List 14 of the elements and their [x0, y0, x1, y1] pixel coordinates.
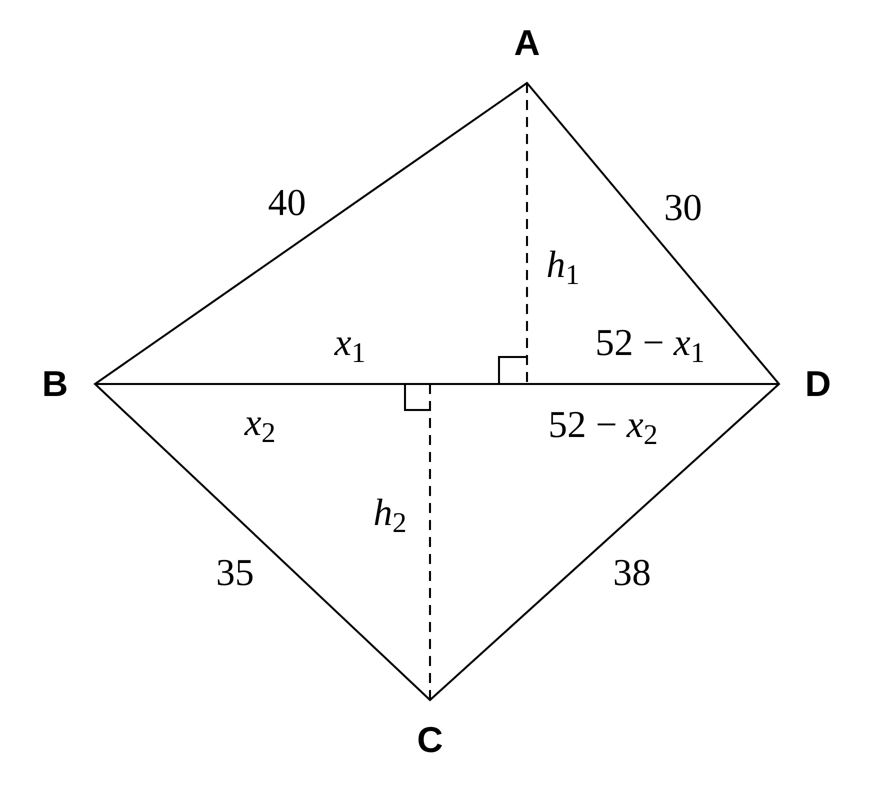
segment-label: x$_{1}$	[334, 324, 366, 362]
side-length: 40	[268, 184, 306, 222]
side-length: 35	[216, 554, 254, 592]
segment-label: 52 − x$_{1}$	[595, 324, 705, 362]
segment-label: x$_{2}$	[244, 404, 276, 442]
side-length: 38	[613, 554, 651, 592]
vertex-label: C	[417, 722, 443, 758]
side-length: 30	[664, 189, 702, 227]
height-label: h$_{1}$	[546, 246, 580, 284]
vertex-label: B	[42, 366, 68, 402]
segment-label: 52 − x$_{2}$	[548, 406, 658, 444]
vertex-label: D	[805, 366, 831, 402]
height-label: h$_{2}$	[373, 494, 407, 532]
vertex-label: A	[514, 25, 540, 61]
